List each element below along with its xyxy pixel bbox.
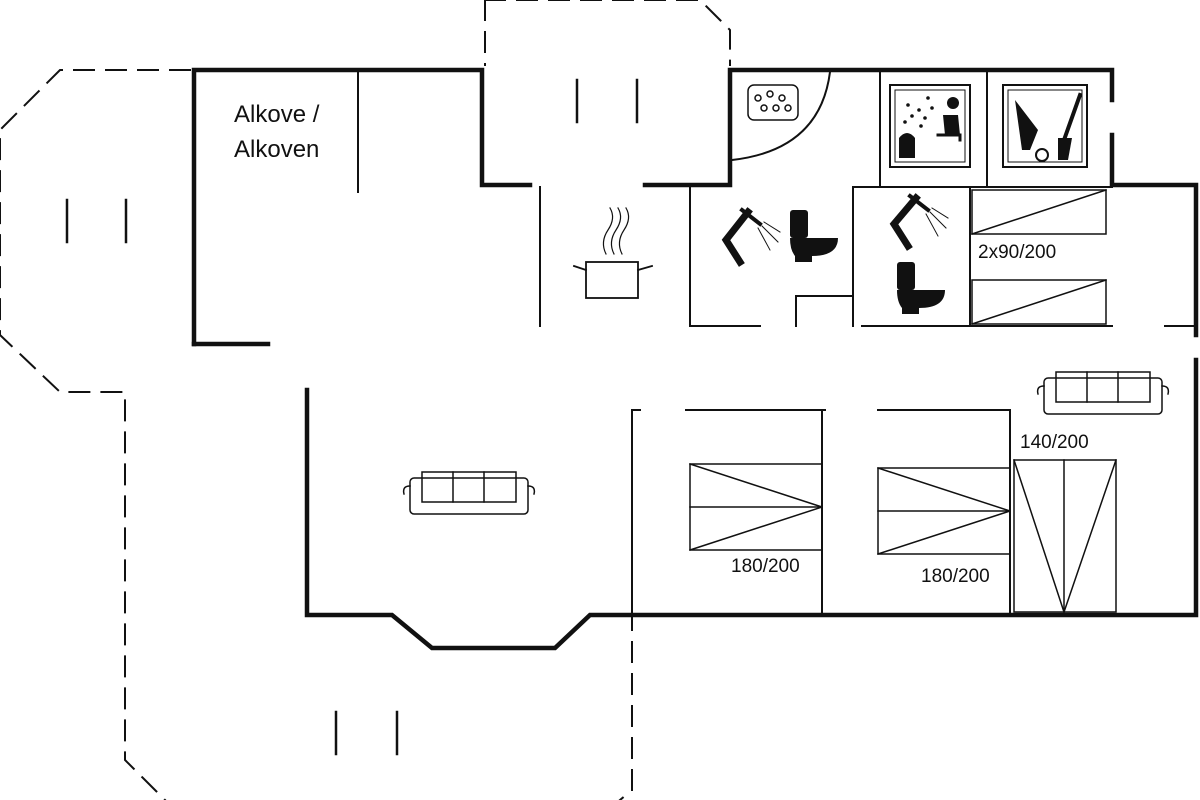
toilet-icon-2 xyxy=(897,262,945,314)
sofa-icon-2 xyxy=(1036,371,1170,415)
spa-tub-icon xyxy=(747,84,799,121)
interior-walls xyxy=(357,70,1197,615)
sofa-icon xyxy=(402,471,536,515)
double-bed-2 xyxy=(877,467,1011,555)
terrace-steps xyxy=(65,78,639,756)
kitchen-pot-icon xyxy=(572,207,654,299)
sauna-icon xyxy=(889,84,971,168)
double-bed-3 xyxy=(1013,459,1117,613)
alcove-label-line1: Alkove / xyxy=(234,101,320,128)
terraces-dashed-outline xyxy=(0,0,731,800)
shower-icon-2 xyxy=(889,193,949,251)
bunk-bed-upper xyxy=(971,189,1107,235)
toilet-icon xyxy=(790,210,838,262)
bedroom-2-bed-size-label: 180/200 xyxy=(921,566,990,587)
utility-room-icon xyxy=(1002,84,1088,168)
bunk-bed-lower xyxy=(971,279,1107,325)
exterior-walls xyxy=(191,67,1199,651)
bedroom-3-bed-size-label: 140/200 xyxy=(1020,432,1089,453)
double-bed-1 xyxy=(689,463,823,551)
alcove-label-line2: Alkoven xyxy=(234,136,320,163)
bedroom-1-bed-size-label: 180/200 xyxy=(731,556,800,577)
shower-icon xyxy=(721,207,781,267)
bunk-bed-size-label: 2x90/200 xyxy=(978,242,1057,263)
